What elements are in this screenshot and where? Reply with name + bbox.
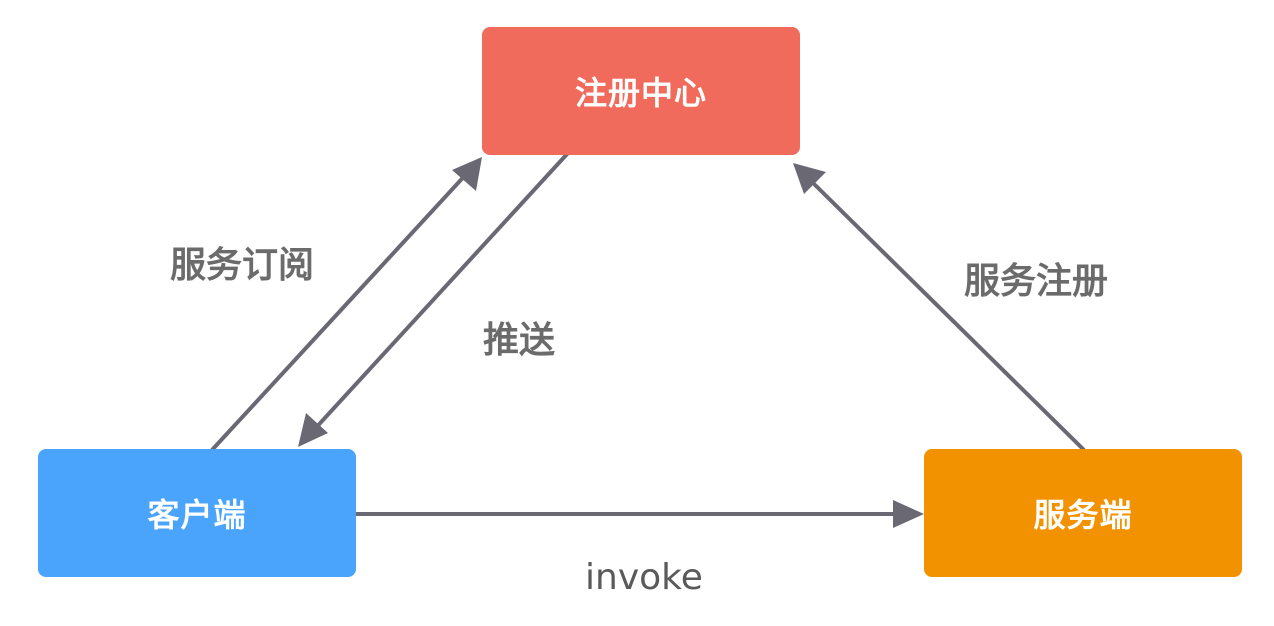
client-node-label: 客户端	[147, 496, 247, 534]
edge-subscribe-label: 服务订阅	[170, 245, 315, 286]
edge-invoke-arrowhead	[893, 500, 924, 528]
edge-subscribe-arrow	[210, 168, 472, 452]
registry-node-label: 注册中心	[574, 74, 707, 112]
edge-push-arrowhead	[298, 413, 328, 447]
server-node: 服务端	[924, 449, 1242, 577]
edge-invoke-label: invoke	[585, 557, 703, 598]
edge-register-arrow	[806, 176, 1086, 452]
edge-register-arrowhead	[793, 163, 826, 194]
registry-node: 注册中心	[482, 27, 800, 155]
edge-register-label: 服务注册	[964, 261, 1109, 302]
edge-push-label: 推送	[483, 320, 556, 361]
server-node-label: 服务端	[1033, 496, 1133, 534]
edge-push-arrow	[310, 151, 570, 434]
client-node: 客户端	[38, 449, 356, 577]
edge-subscribe-arrowhead	[452, 157, 482, 191]
